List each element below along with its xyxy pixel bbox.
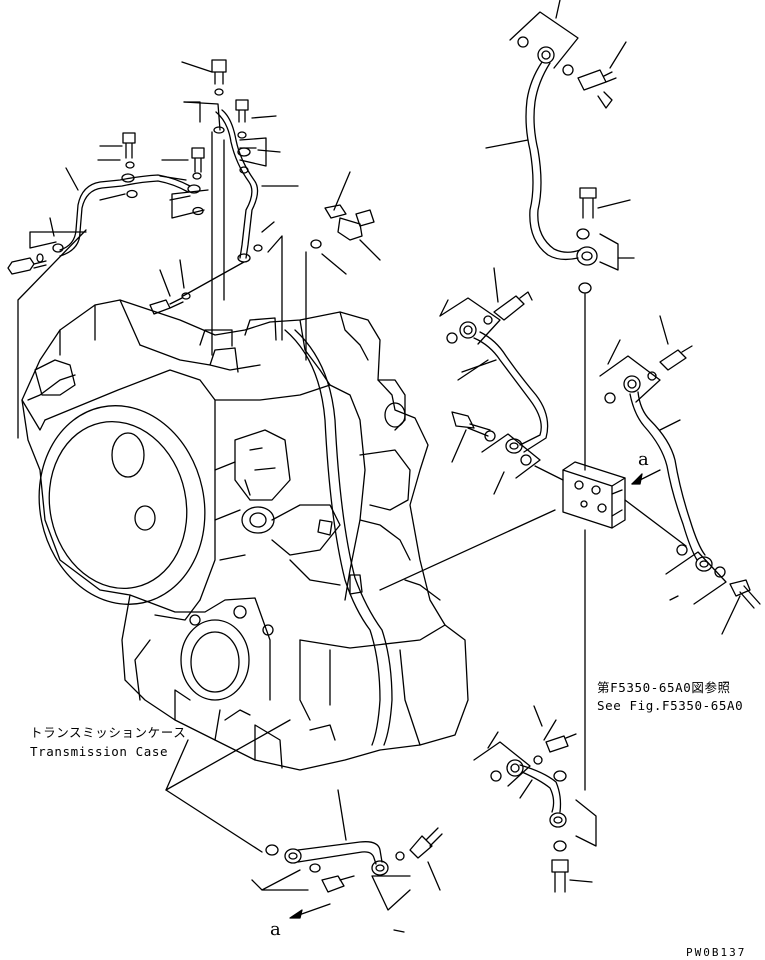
lube-tube-assembly-middle: [439, 267, 549, 495]
lube-tube-assembly-top-left: [7, 132, 209, 439]
lube-tube-assembly-bottom: [165, 719, 443, 933]
transmission-case-label-en: Transmission Case: [30, 744, 169, 759]
view-a-marker-right: a: [638, 449, 649, 470]
view-a-marker-bottom: a: [270, 919, 281, 940]
elbow-fitting: [305, 171, 381, 361]
transmission-case-label-jp: トランスミッションケース: [30, 725, 187, 740]
transmission-case: [21, 299, 469, 771]
see-figure-label-jp: 第F5350-65A0図参照: [597, 680, 731, 695]
see-figure-label-en: See Fig.F5350-65A0: [597, 698, 744, 713]
drawing-code: PW0B137: [686, 946, 747, 959]
lube-tube-assembly-top-center: [149, 59, 299, 356]
leader-lines: [165, 359, 489, 791]
lube-tube-assembly-top-right: [485, 0, 635, 471]
lube-tube-assembly-right: [599, 315, 761, 635]
distribution-block: [379, 461, 687, 791]
lube-tube-assembly-lower-right: [473, 705, 597, 893]
